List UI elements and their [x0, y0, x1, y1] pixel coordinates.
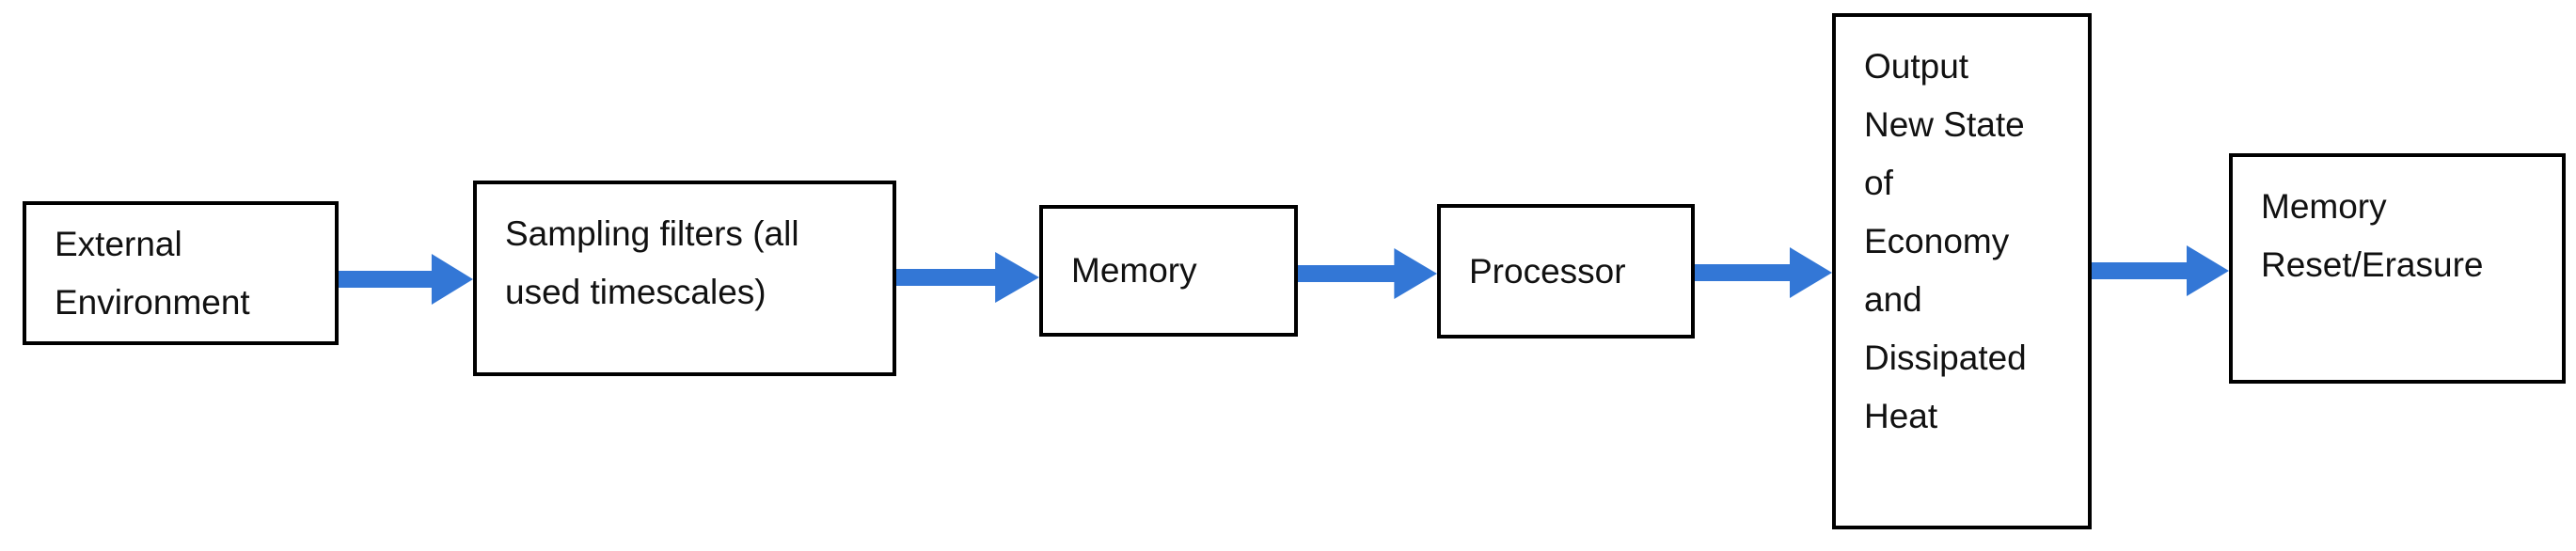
node-label: Output New State of Economy and Dissipat…	[1864, 47, 2027, 435]
arrow-shape	[339, 254, 473, 305]
node-label: Memory	[1071, 251, 1197, 290]
node-processor: Processor	[1437, 204, 1695, 338]
right-arrow-icon	[896, 252, 1039, 303]
node-external-environment: External Environment	[23, 201, 339, 345]
right-arrow-icon	[1695, 247, 1832, 298]
arrow-shape	[2092, 245, 2229, 296]
arrow-shape	[1298, 248, 1437, 299]
right-arrow-icon	[1298, 248, 1437, 299]
right-arrow-icon	[339, 254, 473, 305]
node-label: Memory Reset/Erasure	[2261, 187, 2484, 284]
arrow-shape	[896, 252, 1039, 303]
node-label: Sampling filters (all used timescales)	[505, 214, 799, 311]
node-memory: Memory	[1039, 205, 1298, 337]
node-label: External Environment	[55, 224, 250, 322]
node-memory-reset-erasure: Memory Reset/Erasure	[2229, 153, 2566, 384]
node-sampling-filters: Sampling filters (all used timescales)	[473, 181, 896, 376]
node-output-new-state-of-economy: Output New State of Economy and Dissipat…	[1832, 13, 2092, 529]
arrow-shape	[1695, 247, 1832, 298]
node-label: Processor	[1469, 251, 1626, 291]
right-arrow-icon	[2092, 245, 2229, 296]
